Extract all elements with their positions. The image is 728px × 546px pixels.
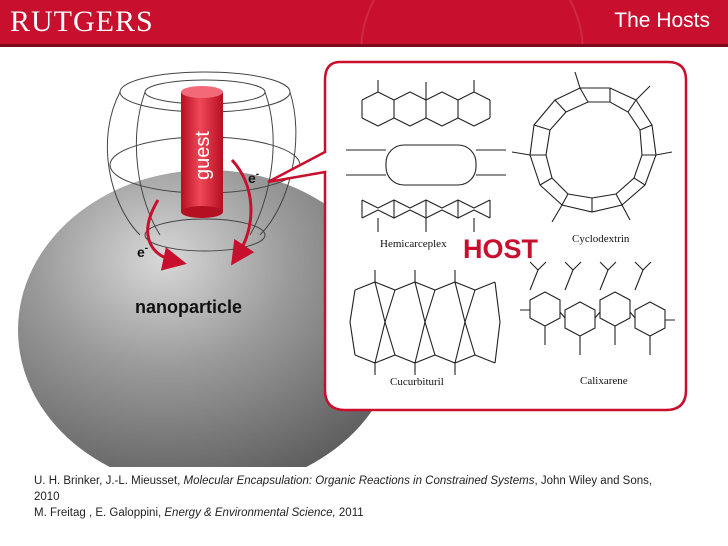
header-stripe (0, 44, 728, 47)
diagram-canvas: guest e- e- nanoparticle Hemicarceplex C… (18, 60, 688, 467)
electron-1-symbol: e (248, 170, 256, 186)
electron-arrow-left (146, 199, 187, 271)
nanoparticle-label: nanoparticle (135, 297, 242, 317)
electron-arrow-right (230, 158, 255, 266)
electron-2-superscript: - (145, 243, 148, 254)
reference-1-rest: , John Wiley and Sons, 2010 (34, 475, 653, 503)
cyclodextrin-structure (511, 71, 673, 223)
slide-title: The Hosts (614, 9, 710, 32)
nanoparticle-sphere (18, 170, 398, 467)
reference-1-authors: U. H. Brinker, J.-L. Mieusset, (34, 475, 184, 487)
reference-1: U. H. Brinker, J.-L. Mieusset, Molecular… (34, 473, 674, 505)
cyclodextrin-label: Cyclodextrin (572, 233, 630, 245)
guest-label: guest (192, 131, 214, 180)
calixarene-structure (520, 261, 675, 355)
hemicarceplex-label: Hemicarceplex (380, 238, 447, 250)
electron-label-2: e- (137, 243, 148, 260)
reference-2-authors: M. Freitag , E. Galoppini, (34, 507, 165, 519)
electron-2-symbol: e (137, 244, 145, 260)
reference-1-title: Molecular Encapsulation: Organic Reactio… (183, 475, 535, 487)
header-bar: RUTGERS The Hosts (0, 0, 728, 44)
reference-2-title: Energy & Environmental Science, (164, 507, 336, 519)
reference-2: M. Freitag , E. Galoppini, Energy & Envi… (34, 505, 674, 521)
electron-1-superscript: - (256, 169, 259, 180)
reference-2-rest: 2011 (335, 507, 364, 519)
cucurbituril-structure (349, 270, 501, 375)
rutgers-logo: RUTGERS (10, 5, 154, 38)
guest-cylinder (181, 86, 223, 218)
seal-watermark (360, 0, 584, 44)
calixarene-label: Calixarene (580, 375, 628, 387)
references: U. H. Brinker, J.-L. Mieusset, Molecular… (34, 473, 674, 521)
host-callout (267, 60, 688, 412)
host-label: HOST (463, 234, 539, 264)
cucurbituril-label: Cucurbituril (390, 376, 444, 388)
hemicarceplex-structure (346, 80, 506, 232)
electron-label-1: e- (248, 169, 259, 186)
